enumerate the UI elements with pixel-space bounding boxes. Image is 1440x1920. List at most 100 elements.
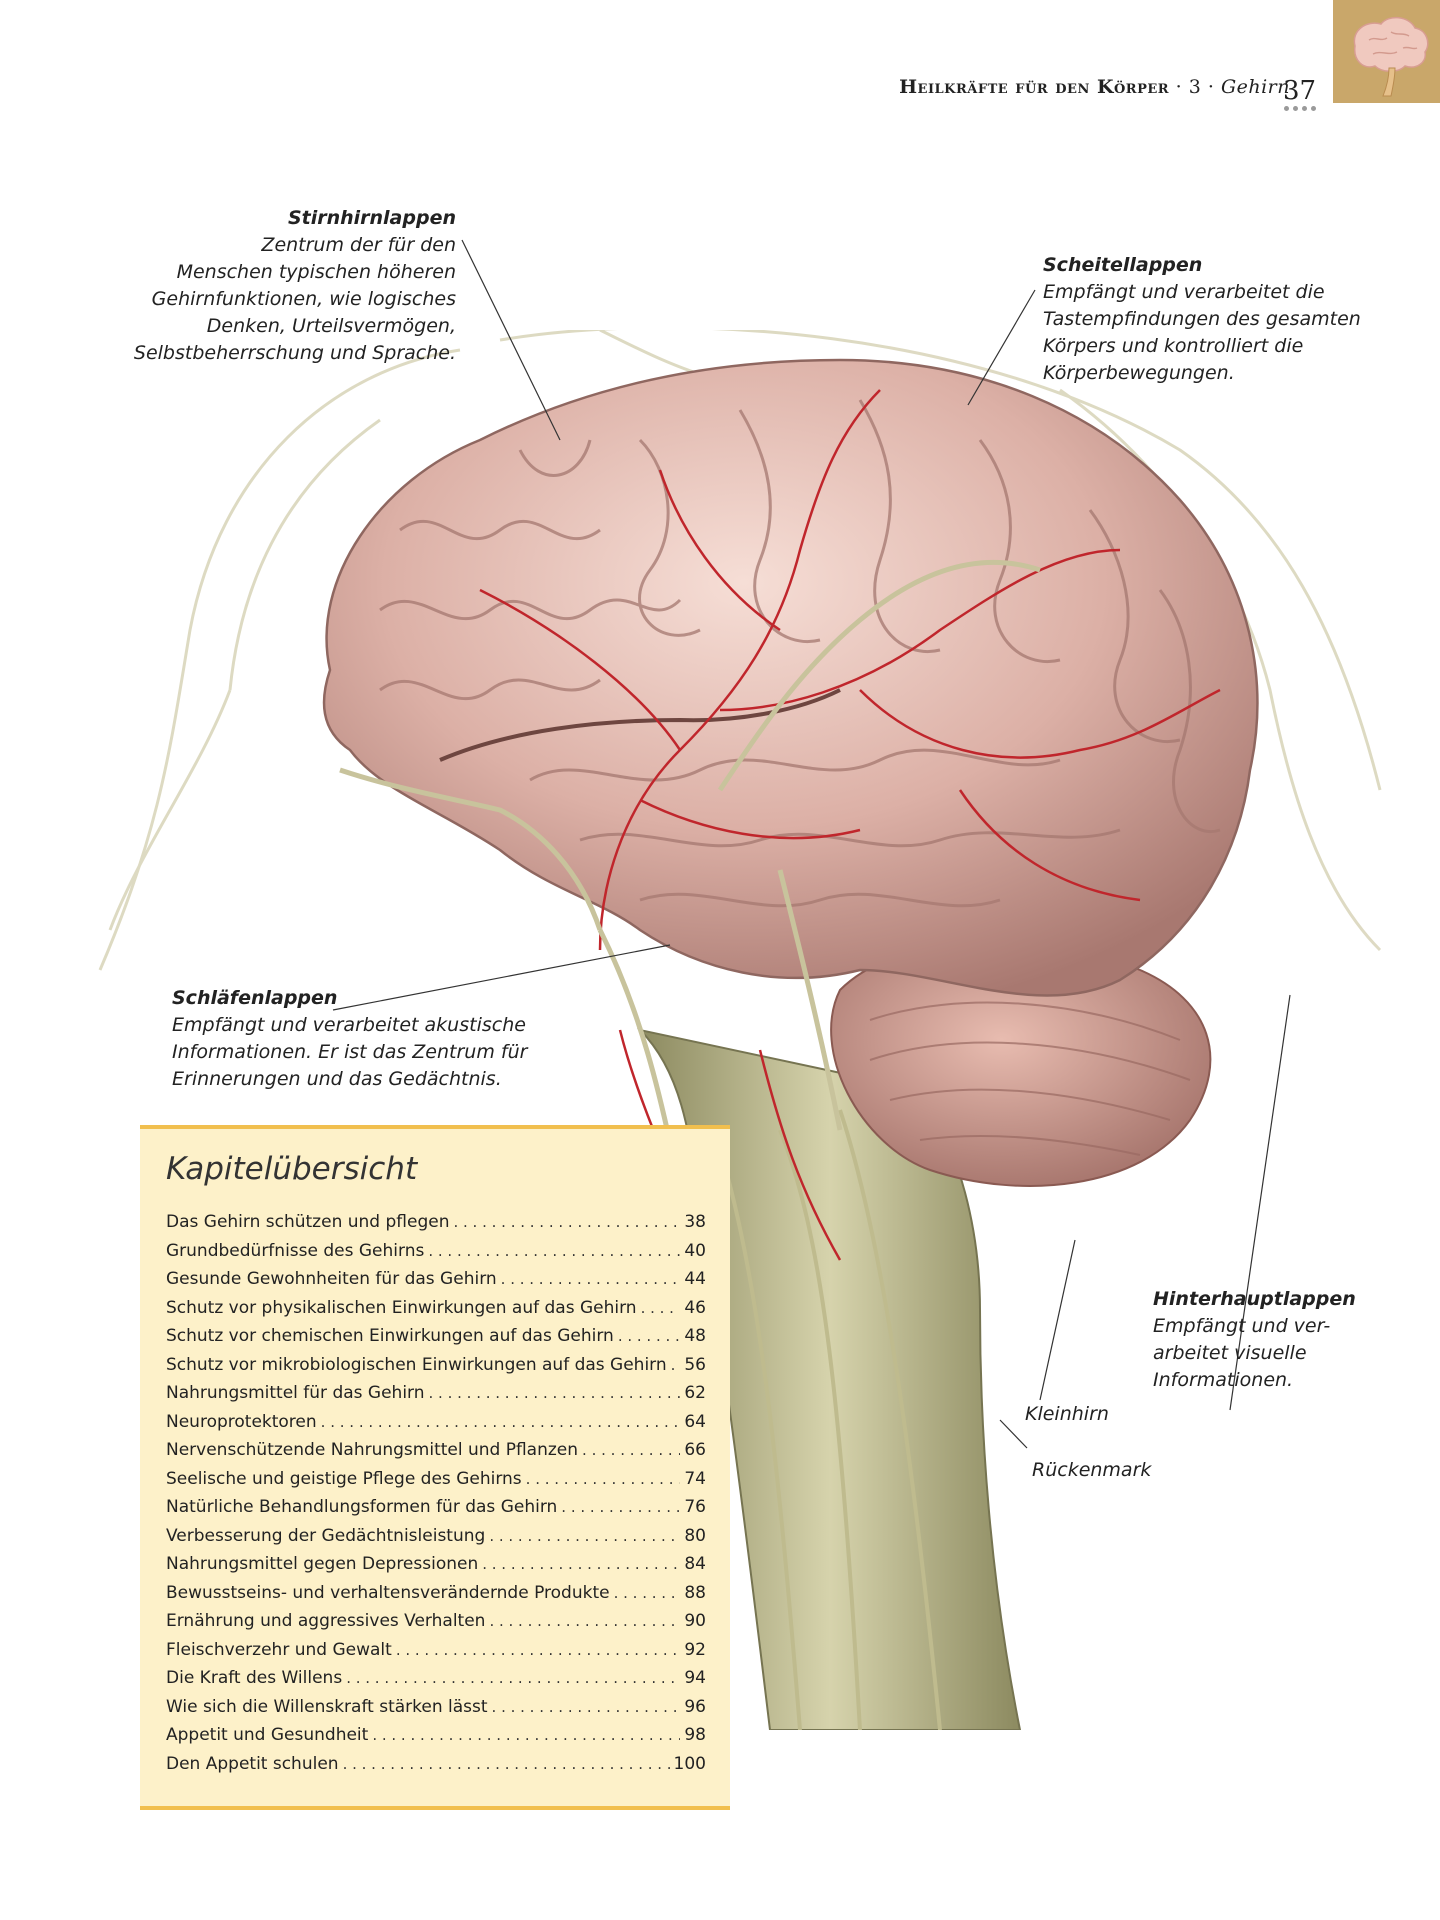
toc-item[interactable]: Nervenschützende Nahrungsmittel und Pfla… [166,1440,706,1469]
toc-leader-dots [561,1498,680,1516]
toc-item[interactable]: Schutz vor mikrobiologischen Einwirkunge… [166,1355,706,1384]
toc-item-title: Den Appetit schulen [166,1753,339,1774]
toc-item[interactable]: Bewusstseins- und verhaltensverändernde … [166,1583,706,1612]
annotation-line: Empfängt und ver- [1153,1315,1331,1337]
running-header: Heilkräfte für den Körper · 3 · Gehirn [899,76,1290,98]
toc-item-title: Schutz vor physikalischen Einwirkungen a… [166,1297,637,1318]
page-number-dots [1284,106,1316,114]
toc-item-title: Nervenschützende Nahrungsmittel und Pfla… [166,1440,579,1460]
toc-item-title: Das Gehirn schützen und pflegen [166,1212,450,1232]
brain-icon [1353,16,1429,97]
annotation-line: Körperbewegungen. [1043,362,1235,384]
parietal-lobe-title: Scheitellappen [1043,254,1203,276]
occipital-lobe-title: Hinterhauptlappen [1153,1288,1356,1310]
toc-item-title: Grundbedürfnisse des Gehirns [166,1240,425,1261]
toc-item-page: 80 [684,1525,706,1546]
toc-item-page: 92 [684,1639,706,1660]
toc-leader-dots [396,1641,681,1659]
chapter-overview-box: Kapitelübersicht Das Gehirn schützen und… [140,1125,730,1810]
frontal-lobe-title: Stirnhirnlappen [287,207,456,229]
toc-item[interactable]: Wie sich die Willenskraft stärken lässt9… [166,1697,706,1726]
toc-item[interactable]: Das Gehirn schützen und pflegen 38 [166,1212,706,1241]
toc-item[interactable]: Seelische und geistige Pflege des Gehirn… [166,1469,706,1498]
toc-item[interactable]: Neuroprotektoren 64 [166,1412,706,1441]
toc-leader-dots [641,1299,681,1317]
toc-leader-dots [671,1356,681,1374]
toc-item[interactable]: Appetit und Gesundheit98 [166,1725,706,1754]
spinal-cord-label: Rückenmark [1032,1459,1152,1481]
toc-item[interactable]: Die Kraft des Willens94 [166,1668,706,1697]
toc-item[interactable]: Nahrungsmittel für das Gehirn 62 [166,1383,706,1412]
toc-item[interactable]: Schutz vor physikalischen Einwirkungen a… [166,1298,706,1327]
occipital-lobe-annotation: Hinterhauptlappen Empfängt und ver- arbe… [1153,1286,1393,1394]
toc-item-page: 74 [684,1468,706,1489]
header-separator: · [1201,76,1221,98]
annotation-line: Informationen. [1153,1369,1294,1391]
toc-leader-dots [429,1384,681,1402]
toc-item[interactable]: Fleischverzehr und Gewalt92 [166,1640,706,1669]
toc-item-page: 38 [684,1212,706,1232]
toc-leader-dots [501,1270,681,1288]
toc-item[interactable]: Nahrungsmittel gegen Depressionen84 [166,1554,706,1583]
toc-item-title: Natürliche Behandlungsformen für das Geh… [166,1497,558,1517]
header-chapter-name: Gehirn [1220,76,1290,98]
toc-item-title: Ernährung und aggressives Verhalten [166,1611,486,1631]
toc-item-page: 46 [684,1297,706,1318]
annotation-line: Empfängt und verarbeitet die [1043,281,1325,303]
toc-leader-dots [582,1441,680,1459]
toc-item-page: 56 [684,1354,706,1375]
toc-item-title: Neuroprotektoren [166,1411,317,1432]
annotation-line: Empfängt und verarbeitet akustische [172,1014,526,1036]
page-number: 37 [1283,76,1317,106]
toc-item-title: Schutz vor mikrobiologischen Einwirkunge… [166,1354,667,1375]
annotation-line: Selbstbeherrschung und Sprache. [133,342,456,364]
toc-item[interactable]: Gesunde Gewohnheiten für das Gehirn 44 [166,1269,706,1298]
header-section: Heilkräfte für den Körper [899,76,1170,98]
toc-item[interactable]: Grundbedürfnisse des Gehirns 40 [166,1241,706,1270]
toc-item-page: 90 [684,1611,706,1631]
toc-item-title: Schutz vor chemischen Einwirkungen auf d… [166,1326,614,1346]
toc-leader-dots [428,1242,680,1260]
toc-leader-dots [482,1555,680,1573]
toc-leader-dots [489,1612,680,1630]
toc-item-page: 76 [684,1497,706,1517]
annotation-line: Zentrum der für den [261,234,456,256]
toc-item-page: 62 [684,1383,706,1403]
toc-leader-dots [489,1527,680,1545]
toc-item-title: Gesunde Gewohnheiten für das Gehirn [166,1269,497,1289]
toc-item-title: Nahrungsmittel für das Gehirn [166,1383,425,1403]
toc-item[interactable]: Ernährung und aggressives Verhalten 90 [166,1611,706,1640]
toc-item[interactable]: Verbesserung der Gedächtnisleistung80 [166,1526,706,1555]
toc-leader-dots [346,1669,680,1687]
toc-item[interactable]: Natürliche Behandlungsformen für das Geh… [166,1497,706,1526]
toc-leader-dots [618,1327,681,1345]
toc-leader-dots [526,1470,681,1488]
annotation-line: arbeitet visuelle [1153,1342,1307,1364]
toc-item-page: 40 [684,1240,706,1261]
toc-item-page: 84 [684,1554,706,1574]
temporal-lobe-title: Schläfenlappen [172,987,338,1009]
toc-item-title: Seelische und geistige Pflege des Gehirn… [166,1468,522,1489]
toc-item-page: 44 [684,1269,706,1289]
annotation-line: Denken, Urteilsvermögen, [206,315,456,337]
annotation-line: Erinnerungen und das Gedächtnis. [172,1068,502,1090]
toc-item-page: 48 [684,1326,706,1346]
frontal-lobe-annotation: Stirnhirnlappen Zentrum der für den Mens… [100,205,456,367]
annotation-line: Menschen typischen höheren [176,261,456,283]
annotation-line: Gehirnfunktionen, wie logisches [151,288,456,310]
toc-item-page: 64 [684,1411,706,1432]
cerebrum [322,358,1259,997]
toc-leader-dots [614,1584,681,1602]
toc-leader-dots [321,1413,681,1431]
annotation-line: Tastempfindungen des gesamten [1043,308,1361,330]
toc-item[interactable]: Den Appetit schulen100 [166,1754,706,1783]
annotation-line: Körpers und kontrolliert die [1043,335,1304,357]
toc-item[interactable]: Schutz vor chemischen Einwirkungen auf d… [166,1326,706,1355]
chapter-tab [1333,0,1440,103]
header-chapter-number: 3 [1188,76,1202,98]
toc-item-page: 98 [684,1725,706,1745]
header-separator: · [1169,76,1189,98]
parietal-lobe-annotation: Scheitellappen Empfängt und verarbeitet … [1043,252,1363,387]
annotation-line: Informationen. Er ist das Zentrum für [172,1041,528,1063]
